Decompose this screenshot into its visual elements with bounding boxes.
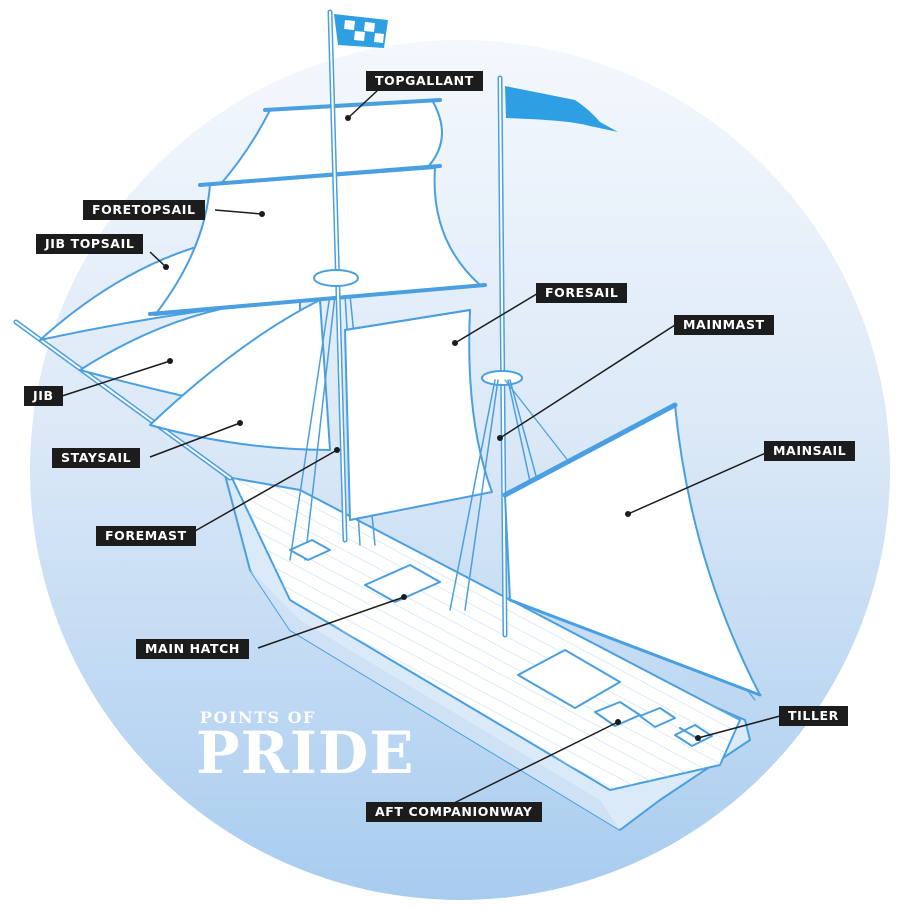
- main-hatch: [364, 564, 441, 603]
- leader-mainmast: [499, 324, 676, 439]
- label-aft-companionway: AFT COMPANIONWAY: [366, 802, 542, 822]
- leader-staysail: [149, 422, 241, 458]
- label-mainmast: MAINMAST: [674, 315, 774, 335]
- leader-jib: [61, 360, 171, 397]
- fore-flag: [334, 14, 388, 48]
- label-main-hatch: MAIN HATCH: [136, 639, 249, 659]
- label-jib: JIB: [24, 386, 63, 406]
- label-topgallant: TOPGALLANT: [366, 71, 483, 91]
- label-foremast: FOREMAST: [96, 526, 196, 546]
- label-foretopsail: FORETOPSAIL: [83, 200, 205, 220]
- label-foresail: FORESAIL: [536, 283, 628, 303]
- aft-companionway: [594, 701, 676, 728]
- label-mainsail: MAINSAIL: [764, 441, 856, 461]
- leader-mainsail: [627, 451, 769, 515]
- deck-house: [517, 649, 621, 709]
- foresail-sail: [344, 309, 493, 521]
- label-jib-topsail: JIB TOPSAIL: [36, 234, 144, 254]
- leader-main-hatch: [257, 596, 405, 649]
- title-small: POINTS OF: [200, 708, 316, 727]
- leader-jib-topsail: [149, 251, 167, 268]
- label-tiller: TILLER: [779, 706, 848, 726]
- leader-foretopsail: [214, 209, 263, 215]
- leader-topgallant: [347, 89, 379, 119]
- leader-tiller: [697, 715, 781, 739]
- leader-aft-companionway: [451, 721, 619, 805]
- hull-shadow: [250, 570, 620, 830]
- mainsail-sail: [504, 404, 761, 696]
- leader-foresail: [454, 291, 541, 344]
- leader-foremast: [187, 449, 338, 536]
- main-flag: [505, 86, 618, 132]
- title-big: PRIDE: [196, 719, 415, 787]
- label-staysail: STAYSAIL: [52, 448, 141, 468]
